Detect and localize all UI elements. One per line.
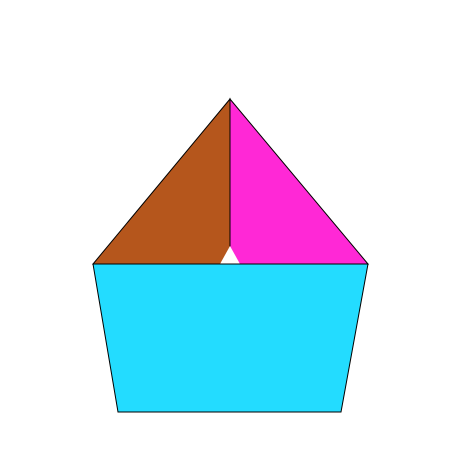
base-trapezoid	[92, 263, 369, 413]
center-gap	[220, 246, 240, 264]
left-triangle	[91, 97, 231, 265]
right-triangle	[229, 97, 370, 265]
